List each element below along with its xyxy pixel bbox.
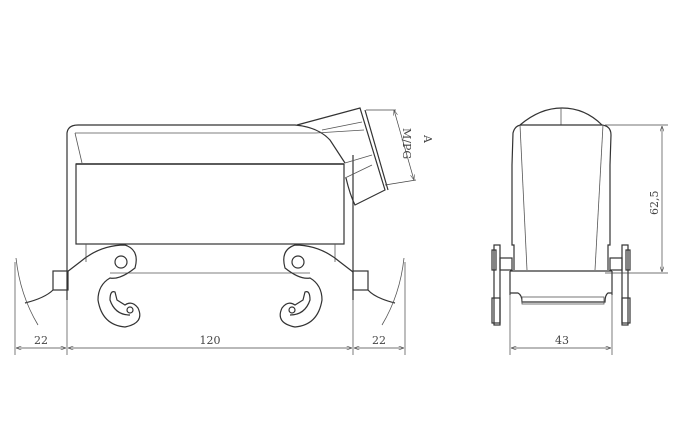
side-lever-right [609, 244, 631, 326]
side-dome [519, 107, 603, 126]
locking-lever-left [15, 244, 141, 328]
locking-lever-right [279, 244, 405, 328]
side-body [511, 124, 612, 270]
side-view: 62,5 43 [491, 107, 668, 355]
dim-right-flange: 22 [372, 334, 386, 347]
hood-outline [66, 124, 346, 250]
front-view: M/PG A 22 120 2 [14, 107, 434, 355]
thread-symbol: A [421, 134, 434, 144]
housing-body [75, 163, 345, 245]
cable-gland [296, 107, 389, 206]
dim-height: 62,5 [648, 191, 661, 216]
thread-label: M/PG [400, 128, 413, 159]
side-lever-left [491, 244, 513, 326]
dim-left-flange: 22 [34, 334, 48, 347]
dim-width-side: 43 [555, 334, 569, 347]
dim-width-front: 120 [200, 334, 221, 347]
